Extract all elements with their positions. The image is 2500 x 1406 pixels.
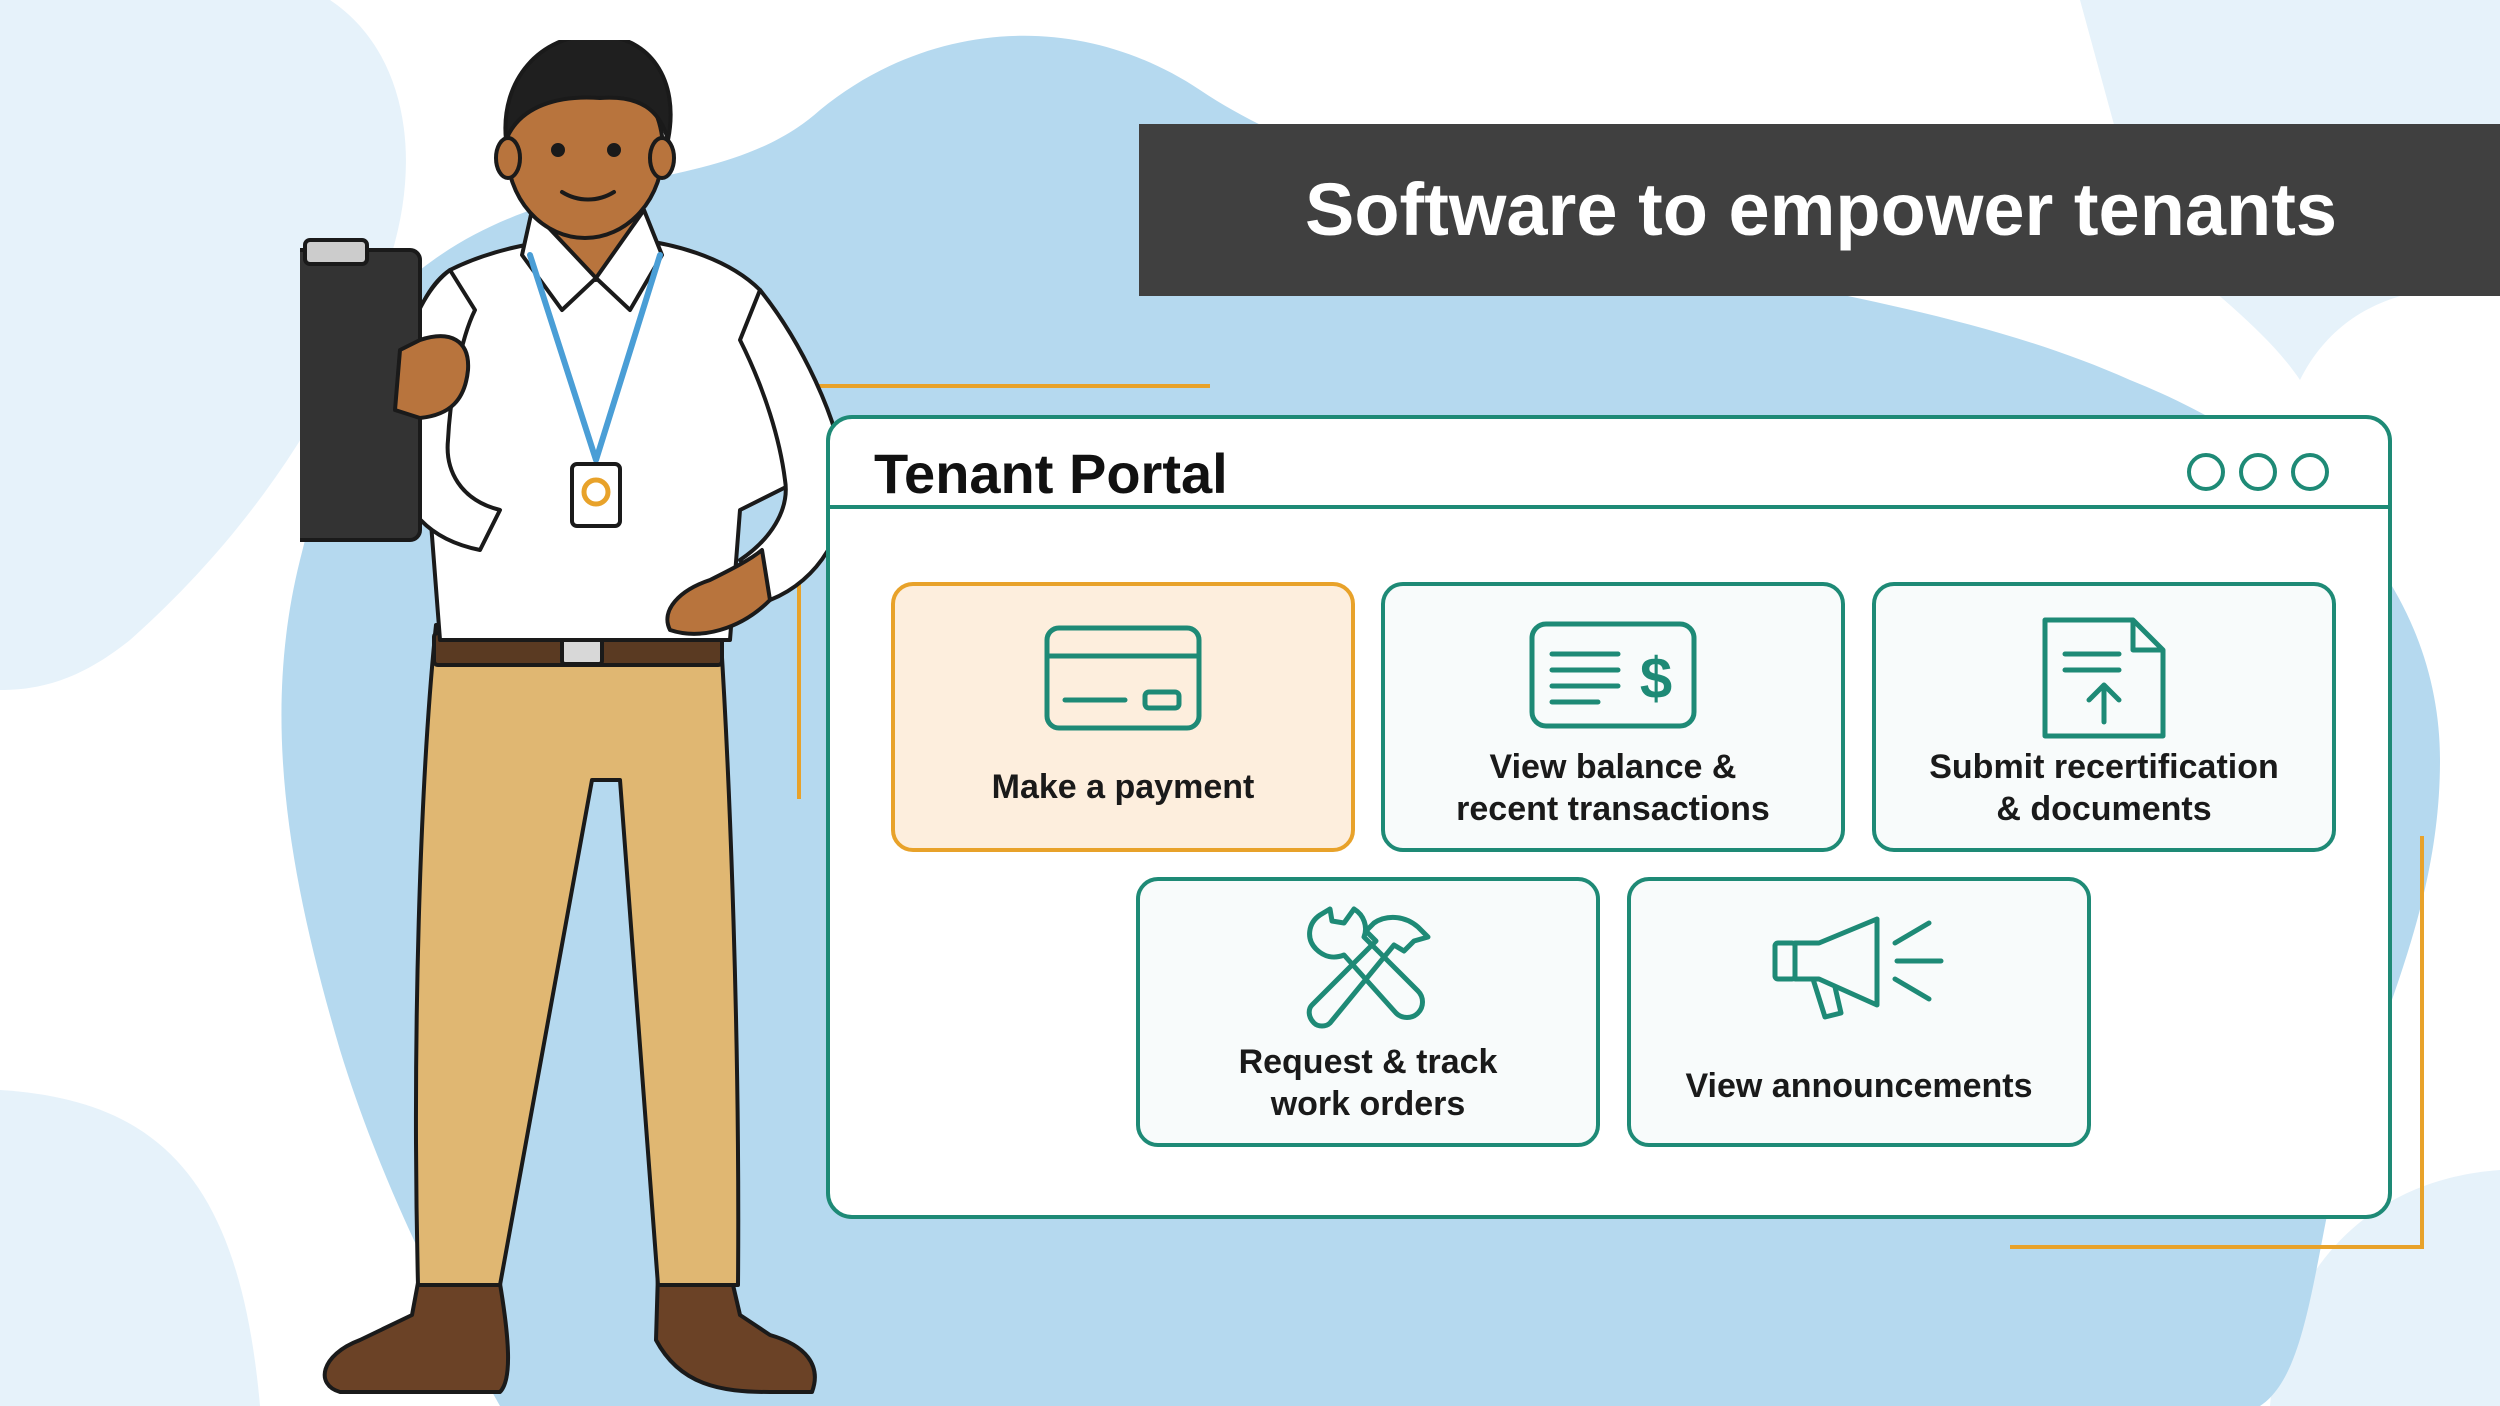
badge-logo [581, 477, 611, 507]
portal-title: Tenant Portal [874, 442, 1228, 505]
right-shoe [654, 1270, 817, 1394]
lanyard [527, 252, 663, 463]
collar-right [594, 208, 664, 312]
work-orders-tile[interactable]: Request & track work orders [1136, 877, 1600, 1147]
background-light-blob-left [0, 0, 406, 690]
collar-left [520, 208, 598, 312]
credit-card-icon [1044, 625, 1202, 731]
clipboard-clip [303, 238, 369, 266]
decor-line-bottom [2010, 1245, 2424, 1249]
background-light-blob-bottom [0, 1090, 260, 1406]
background-light-blob-bottom-right [2270, 1170, 2500, 1406]
make-payment-tile[interactable]: Make a payment [891, 582, 1355, 852]
right-eye [607, 143, 621, 157]
window-control-3[interactable] [2291, 453, 2329, 491]
right-ear [648, 136, 676, 180]
document-upload-icon [2042, 617, 2166, 739]
svg-text:$: $ [1640, 646, 1672, 711]
window-control-1[interactable] [2187, 453, 2225, 491]
announcements-tile[interactable]: View announcements [1627, 877, 2091, 1147]
tile-label: Request & track work orders [1238, 1043, 1498, 1123]
tile-label: View announcements [1685, 1067, 2033, 1105]
window-control-2[interactable] [2239, 453, 2277, 491]
tile-label: View balance & recent transactions [1456, 748, 1770, 828]
submit-recertification-tile[interactable]: Submit recertification & documents [1872, 582, 2336, 852]
right-hand [665, 548, 772, 636]
left-hand [393, 334, 471, 420]
left-eye [551, 143, 565, 157]
smile [560, 190, 616, 202]
staff-member-illustration [300, 40, 848, 1394]
title-banner [1139, 124, 2500, 296]
banner-title: Software to empower tenants [1305, 168, 2338, 251]
wrench-hammer-icon [1306, 906, 1431, 1029]
window-divider [830, 505, 2388, 509]
pants [414, 623, 741, 1287]
tenant-portal-window: Tenant Portal Make a payment $ View bala… [826, 415, 2392, 1219]
view-balance-tile[interactable]: $ View balance & recent transactions [1381, 582, 1845, 852]
decor-line-right [2420, 836, 2424, 1246]
decor-line-left [797, 384, 801, 799]
hair [503, 40, 673, 142]
statement-dollar-icon: $ [1529, 621, 1697, 729]
id-badge [570, 462, 622, 528]
left-ear [494, 136, 522, 180]
tile-label: Make a payment [991, 768, 1255, 806]
megaphone-icon [1772, 916, 1944, 1020]
decor-line-top [800, 384, 1210, 388]
left-shoe [322, 1270, 510, 1394]
tile-label: Submit recertification & documents [1929, 748, 2279, 828]
